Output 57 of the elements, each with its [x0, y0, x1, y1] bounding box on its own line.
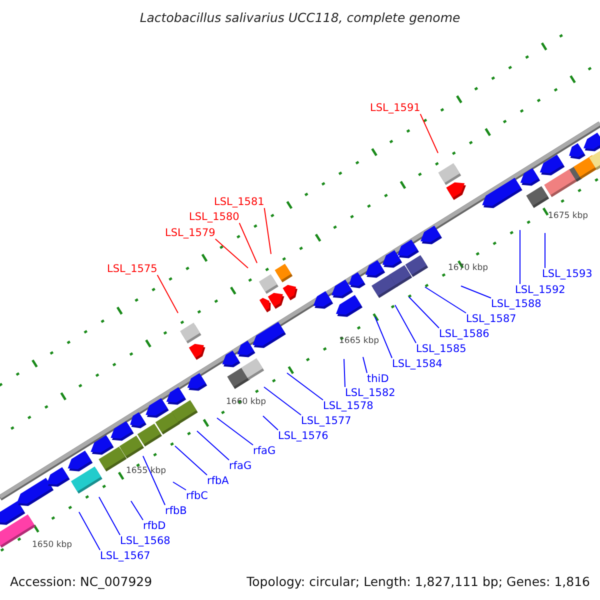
scale-label: 1675 kbp: [548, 211, 588, 221]
leader-line: [216, 418, 254, 446]
leader-line: [374, 316, 392, 358]
gene-label: LSL_1580: [189, 211, 240, 223]
leader-line: [408, 296, 440, 328]
leader-line: [130, 500, 144, 520]
gene-label: LSL_1591: [370, 102, 420, 114]
topology-text: Topology: circular; Length: 1,827,111 bp; Genes: 1,816: [246, 574, 590, 589]
gene-label: rfbA: [207, 475, 229, 487]
leader-line: [264, 208, 272, 254]
gene-label: LSL_1568: [120, 535, 170, 547]
leader-line: [196, 430, 230, 460]
leader-line: [142, 456, 166, 506]
gene-label: rfbB: [165, 505, 187, 517]
gene-label: LSL_1592: [515, 284, 566, 296]
scale-label: 1655 kbp: [126, 466, 166, 476]
map-title: Lactobacillus salivarius UCC118, complete genome: [138, 10, 462, 25]
leader-line: [262, 416, 278, 430]
leader-line: [362, 356, 368, 374]
leader-line: [238, 222, 258, 264]
leader-line: [544, 232, 546, 268]
gene-label: LSL_1567: [100, 550, 150, 562]
scale-label: 1650 kbp: [32, 540, 72, 550]
gene-label: rfbD: [143, 520, 166, 532]
scale-label: 1670 kbp: [448, 263, 488, 273]
leader-line: [394, 304, 416, 344]
leader-line: [264, 386, 302, 416]
leader-line: [460, 286, 492, 298]
gene-label: LSL_1588: [491, 298, 542, 310]
scale-label: 1665 kbp: [339, 336, 380, 346]
gene-label: LSL_1585: [416, 343, 466, 355]
leader-line: [214, 238, 248, 268]
leader-line: [172, 482, 186, 490]
leader-line: [174, 446, 208, 476]
gene-label: LSL_1582: [345, 387, 396, 399]
gene-label: LSL_1586: [439, 328, 490, 340]
gene-label: thiD: [367, 373, 389, 385]
scale-label: 1660 kbp: [226, 397, 266, 407]
gene-label: LSL_1584: [392, 358, 442, 370]
leader-line: [98, 496, 120, 536]
leader-line: [78, 512, 100, 550]
gene-label: rfbC: [186, 490, 208, 502]
leader-line: [424, 286, 466, 314]
gene-label: LSL_1593: [542, 268, 592, 280]
gene-label: rfaG: [253, 445, 276, 457]
gene-label: LSL_1578: [323, 400, 374, 412]
leader-line: [286, 372, 324, 400]
gene-label: LSL_1581: [214, 196, 264, 208]
gene-label: LSL_1577: [301, 415, 352, 427]
gene-label: LSL_1587: [466, 313, 516, 325]
gene-label: LSL_1579: [165, 227, 216, 239]
accession-text: Accession: NC_007929: [10, 574, 152, 589]
gene-label: LSL_1576: [278, 430, 328, 442]
leader-line: [344, 358, 346, 388]
gene-label: rfaG: [229, 460, 252, 472]
leader-line: [420, 114, 438, 154]
gene-label: LSL_1575: [107, 263, 158, 275]
